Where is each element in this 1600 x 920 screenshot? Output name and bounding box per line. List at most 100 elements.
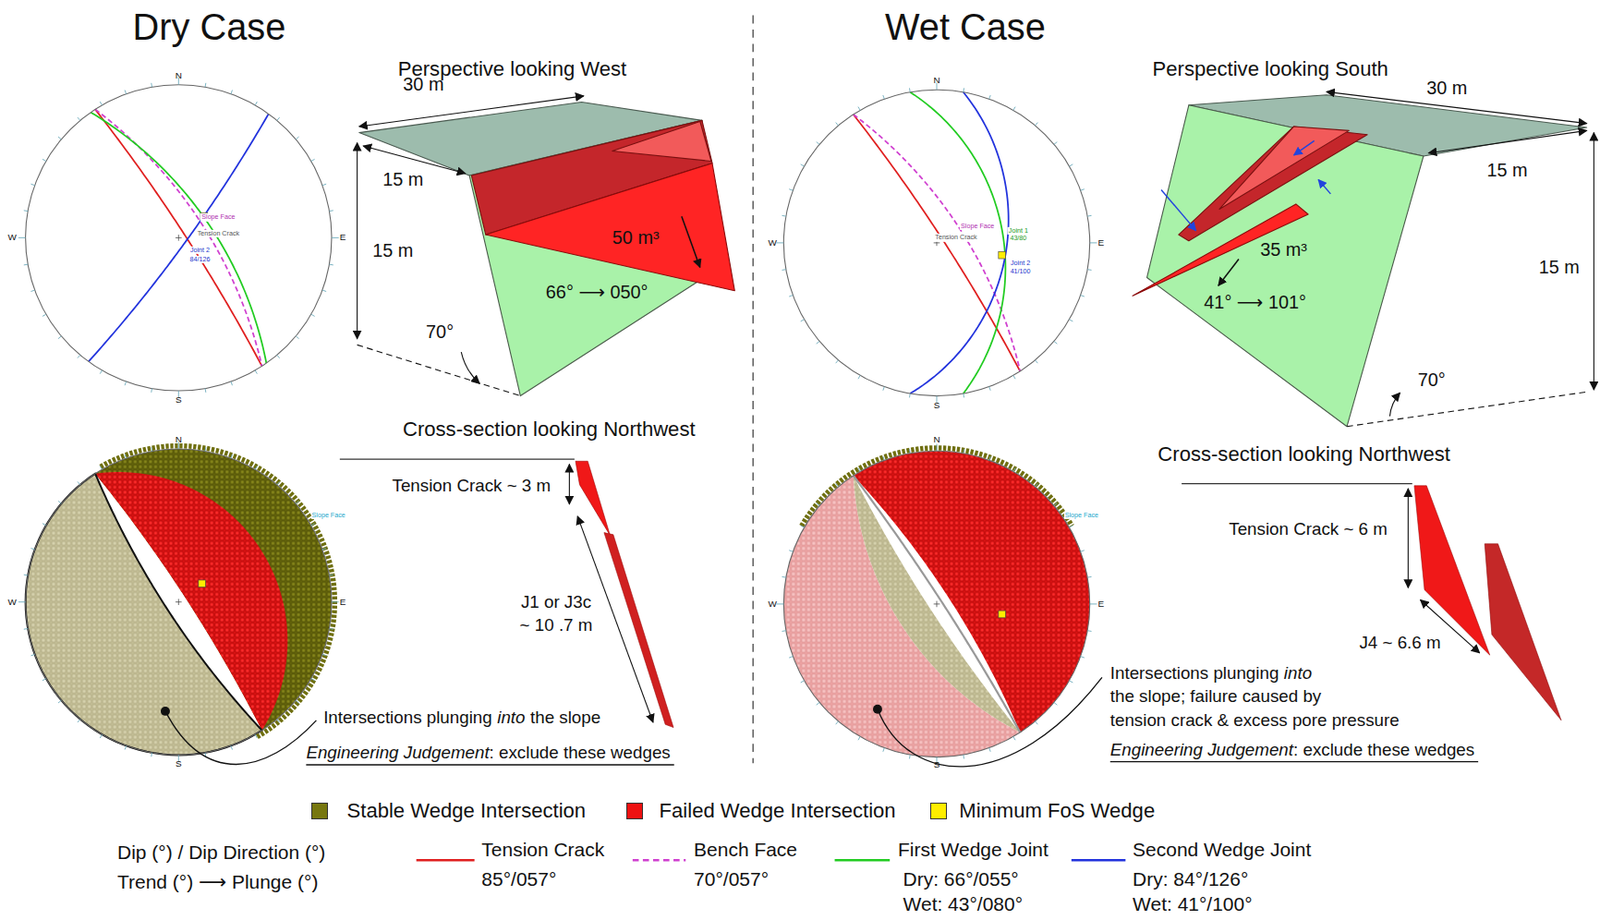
stereonet-scatter [858,468,861,473]
stereonet-scatter [816,702,820,705]
stereonet [58,336,61,340]
note: into [496,707,525,728]
stereonet [175,234,182,242]
leader-line [160,706,170,716]
stereonet [781,268,786,271]
stereonet-scatter [124,745,127,750]
angle-label: 70° [425,321,454,343]
stereonet-scatter [230,745,233,750]
wet-perspective [1132,91,1594,426]
stereonet-scatter [58,500,61,504]
stereonet [883,95,885,99]
volume-label: 35 m³ [1260,238,1308,260]
note: : exclude these wedges [489,742,671,764]
stereonet-scatter [205,447,207,451]
stereonet-scatter [1087,630,1091,632]
net-label: Slope Face [959,222,995,231]
stereonet-scatter [801,448,1073,527]
compass-letter: N [933,434,940,445]
stereonet-scatter [18,601,26,603]
legend-line-sample [632,859,686,861]
dry-cross-section [569,464,570,505]
stereonet-scatter [1069,525,1074,528]
stereonet-scatter [781,576,786,579]
stereonet-scatter [295,500,299,504]
stereonet-scatter [150,447,153,451]
trend-plunge: 66° ⟶ 050° [545,280,649,303]
stereonet [295,136,299,140]
wet-perspective [1318,179,1331,194]
stereonet-scatter [42,523,47,526]
stereonet [25,84,332,391]
note: Engineering Judgement [1110,739,1294,761]
stereonet [800,319,805,322]
stereonet-scatter [800,680,805,683]
stereonet-scatter [853,450,1091,733]
stereonet-scatter [30,654,35,656]
figure [18,15,1594,861]
stereonet [1035,122,1039,126]
net-label: Slope Face [200,213,236,221]
wet-perspective [1389,392,1400,416]
stereonet [776,82,1098,403]
legend-swatch [930,802,947,820]
stereonet-scatter [30,548,35,551]
stereonet [1090,242,1098,243]
stereonet-scatter [1090,603,1098,605]
stereonet-scatter [311,678,316,681]
wet-cross-section [1181,484,1562,721]
dimension: J4 ~ 6.6 m [1358,632,1441,654]
legend-value: Wet: 41°/100° [1132,893,1252,916]
dimension: 30 m [1426,77,1467,99]
legend-value: 70°/057° [693,868,769,891]
note: Intersections plunging [323,707,493,728]
stereonet-scatter [788,550,793,553]
stereonet [1080,295,1085,298]
stereonet [816,340,820,344]
stereonet [883,387,885,391]
legend-line-sample [1071,859,1127,861]
legend-value: Dry: 66°/055° [903,868,1019,891]
stereonet [858,375,861,379]
stereonet [99,370,102,375]
stereonet-scatter [936,443,938,451]
dimension: 15 m [372,239,413,261]
stereonet [998,251,1007,259]
note: tension crack & excess pore pressure [1110,710,1400,731]
stereonet-scatter [1035,484,1039,487]
stereonet [962,393,965,398]
stereonet-scatter [1035,721,1039,725]
stereonet-scatter [328,628,333,631]
stereonet [909,393,911,398]
leader-line [872,704,883,715]
note: the slope; failure caused by [1110,687,1322,708]
stereonet [24,209,28,212]
dimension: 15 m [1486,159,1528,182]
stereonet [781,215,786,218]
wet-perspective [1593,133,1595,390]
leader-line [877,677,1103,766]
net-label: Joint 2 [189,245,211,254]
stereonet [150,388,153,393]
net-label: Tension Crack [196,230,241,238]
dry-cross-section [339,459,674,728]
wet-perspective [1346,391,1588,427]
stereonet-scatter [1080,550,1085,553]
stereonet [909,92,1008,394]
compass-letter: S [933,760,941,771]
stereonet-scatter [254,734,257,739]
stereonet-scatter [883,456,885,461]
stereonet-scatter [322,548,327,551]
stereonet [230,90,233,95]
stereonet [205,83,207,87]
legend-text: Tension Crack [481,838,605,861]
stereonet [88,113,269,362]
stereonet [95,109,262,366]
stereonet-scatter [277,481,280,485]
stereonet [322,290,327,292]
compass-letter: S [175,394,182,405]
stereonet-scatter [124,454,127,459]
dimension: 15 m [1539,256,1580,279]
wet-perspective [1218,259,1239,287]
stereonet-scatter [800,525,805,528]
